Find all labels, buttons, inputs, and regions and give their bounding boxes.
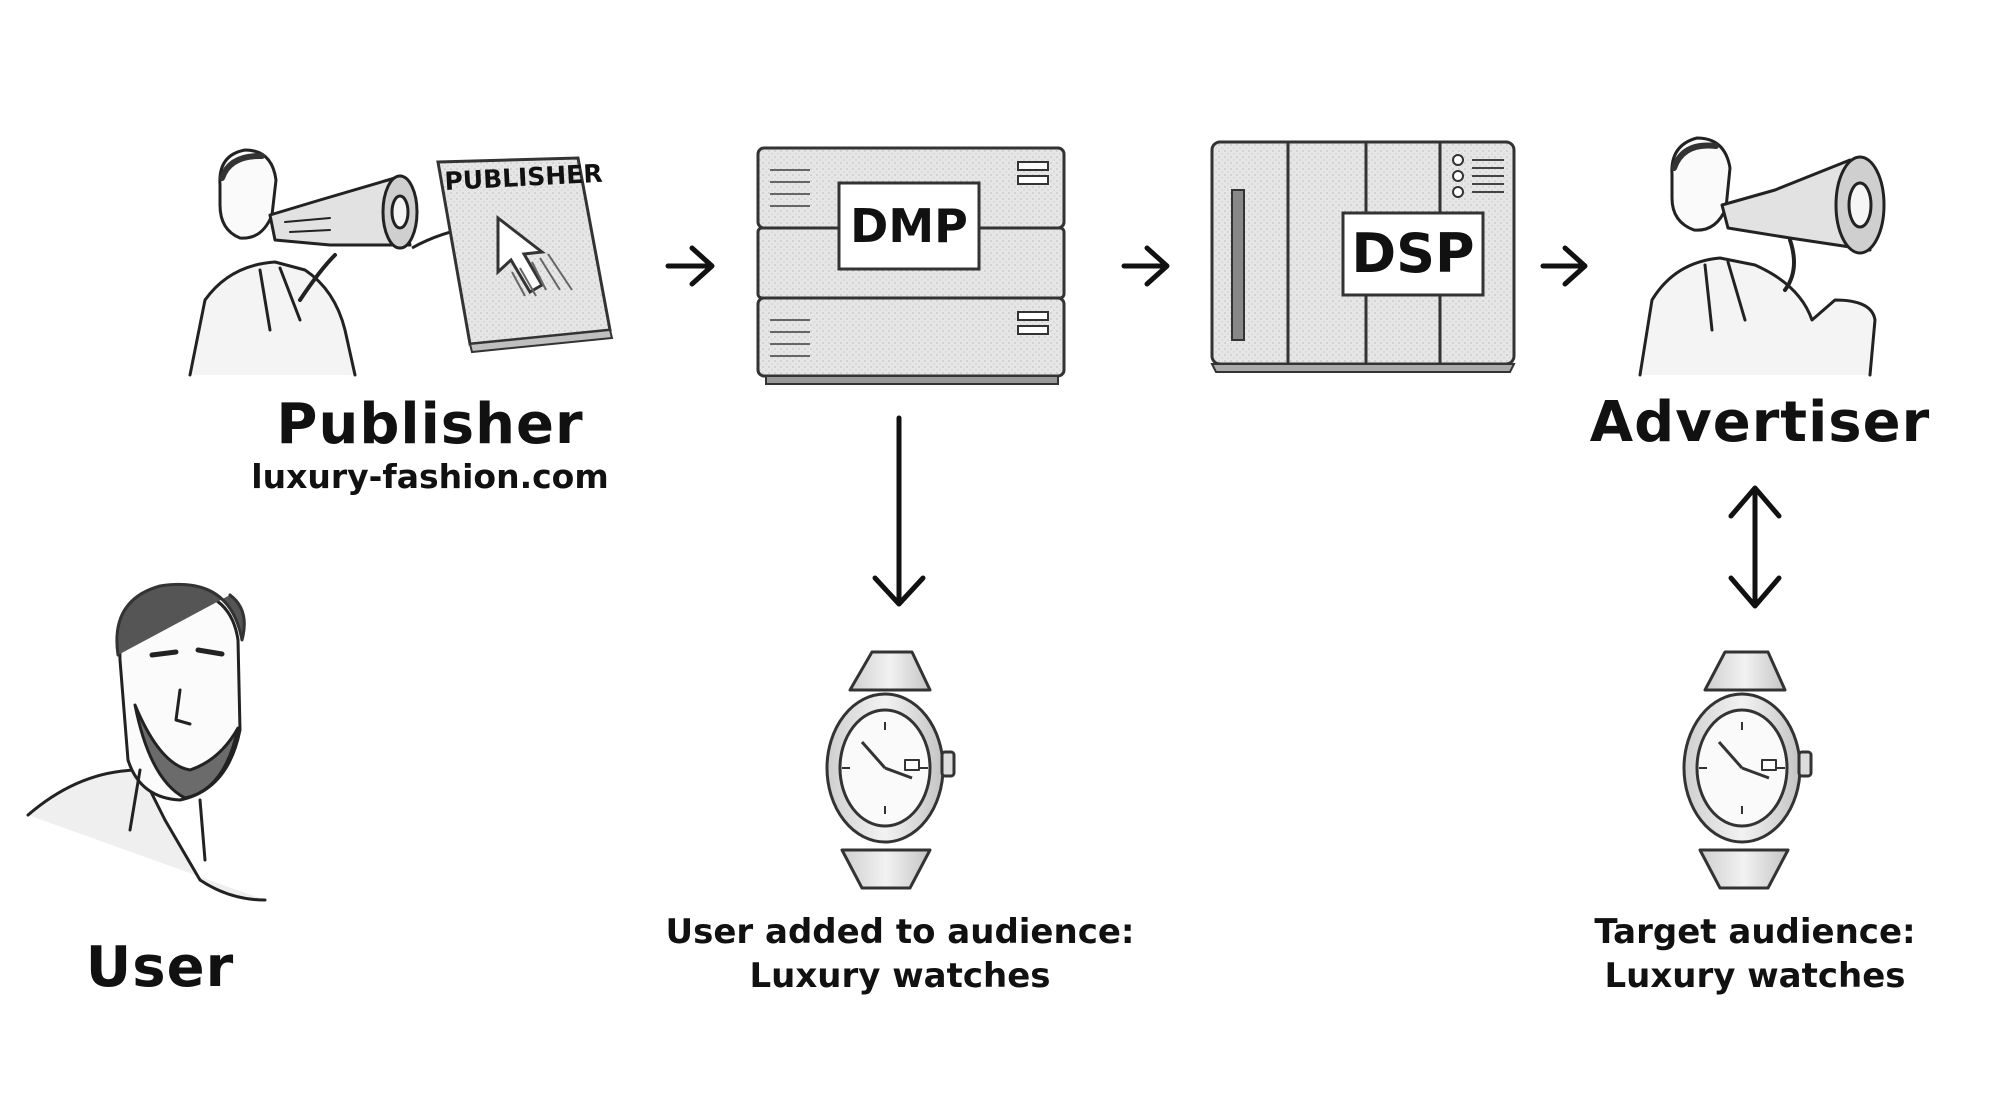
- megaphone-icon: [268, 174, 419, 250]
- target-audience-line1: Target audience:: [1594, 912, 1916, 952]
- watch-icon: [1682, 650, 1813, 890]
- dsp-label: DSP: [1351, 222, 1474, 285]
- dmp-label-panel: [837, 181, 981, 271]
- target-audience-line2: Luxury watches: [1604, 956, 1906, 996]
- arrow-dmp-to-dsp: [1121, 245, 1170, 287]
- advertiser-title: Advertiser: [1589, 390, 1931, 455]
- publisher-domain: luxury-fashion.com: [251, 457, 609, 496]
- cursor-icon: [496, 214, 573, 297]
- audience-added-line1: User added to audience:: [665, 912, 1135, 952]
- arrow-publisher-to-dmp: [665, 245, 715, 287]
- arrow-dmp-to-audience: [872, 415, 926, 607]
- publisher-title: Publisher: [276, 392, 584, 457]
- dmp-label: DMP: [850, 199, 968, 253]
- user-portrait: [26, 582, 267, 902]
- advertiser-illustration: [1638, 136, 1886, 377]
- user-title: User: [85, 935, 235, 1000]
- dsp-server: DSP: [1210, 140, 1516, 373]
- audience-added-line2: Luxury watches: [749, 956, 1051, 996]
- watch-icon: [825, 650, 956, 890]
- magazine-icon: PUBLISHER: [436, 156, 614, 354]
- dmp-server: DMP: [756, 146, 1066, 385]
- megaphone-icon: [1720, 155, 1886, 292]
- arrow-dsp-to-advertiser: [1540, 245, 1588, 287]
- arrow-advertiser-to-target: [1728, 485, 1782, 609]
- dsp-label-panel: [1341, 211, 1485, 297]
- publisher-illustration: [188, 148, 419, 377]
